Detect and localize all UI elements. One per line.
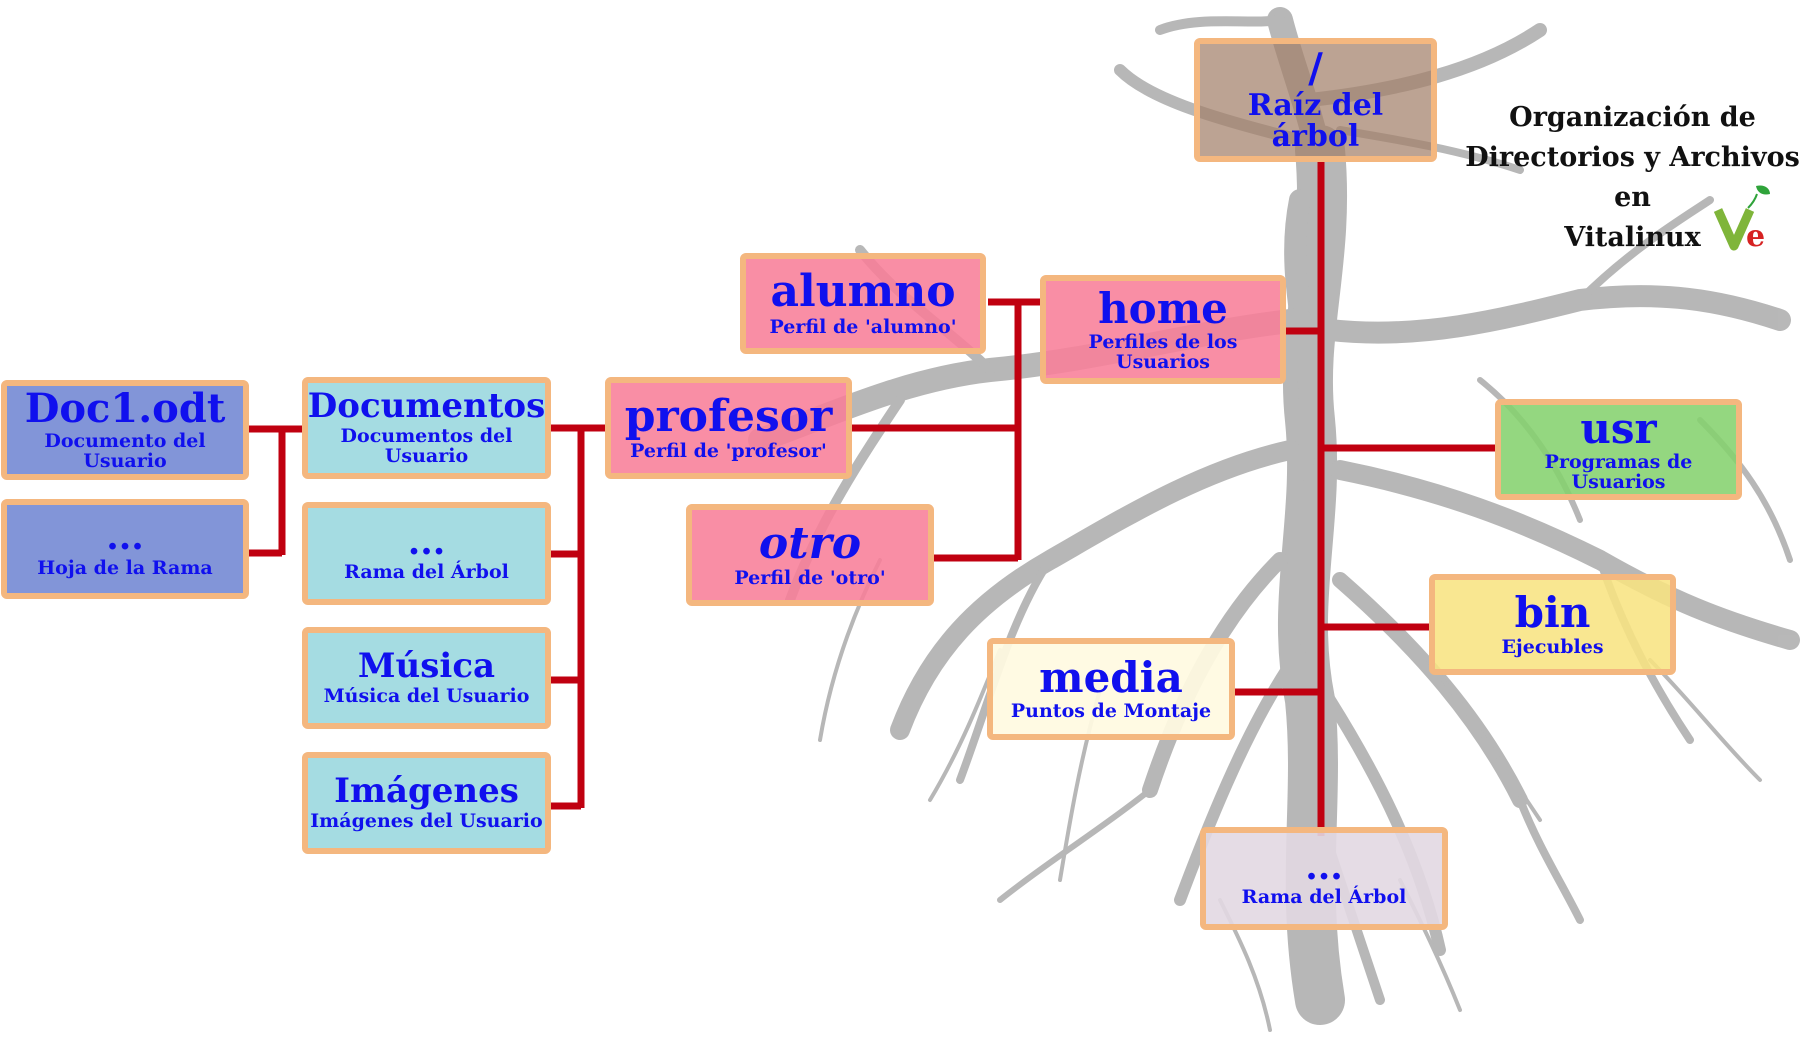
otro-node-desc: Perfil de 'otro' xyxy=(734,567,886,590)
musica-node-desc: Música del Usuario xyxy=(323,684,530,707)
alumno-node-desc: Perfil de 'alumno' xyxy=(769,315,957,338)
imagenes-node-desc: Imágenes del Usuario xyxy=(310,809,543,832)
root-ellipsis-node[interactable]: ... Rama del Árbol xyxy=(1200,827,1448,930)
root-node[interactable]: / Raíz del árbol xyxy=(1194,38,1437,162)
title-line-2: Directorios y Archivos en xyxy=(1465,142,1800,213)
otro-node[interactable]: otro Perfil de 'otro' xyxy=(686,504,934,606)
profesor-node-label: profesor xyxy=(624,390,833,442)
home-node-desc: Perfiles de los Usuarios xyxy=(1088,330,1238,373)
alumno-node[interactable]: alumno Perfil de 'alumno' xyxy=(740,253,986,354)
vitalinux-logo-icon: e xyxy=(1713,185,1770,252)
media-node[interactable]: media Puntos de Montaje xyxy=(987,638,1235,740)
doc1-node-label: Doc1.odt xyxy=(24,385,226,433)
documentos-node-desc: Documentos del Usuario xyxy=(340,424,513,467)
doc1-node-desc: Documento del Usuario xyxy=(44,430,206,472)
profesor-node[interactable]: profesor Perfil de 'profesor' xyxy=(605,377,852,479)
otro-node-label: otro xyxy=(758,517,862,569)
alumno-node-label: alumno xyxy=(770,266,956,318)
home-node[interactable]: home Perfiles de los Usuarios xyxy=(1040,275,1286,384)
imagenes-node-label: Imágenes xyxy=(334,771,519,812)
root-ellipsis-label: ... xyxy=(1305,845,1343,888)
imagenes-node[interactable]: Imágenes Imágenes del Usuario xyxy=(302,752,551,854)
musica-node[interactable]: Música Música del Usuario xyxy=(302,627,551,729)
usr-node-label: usr xyxy=(1580,403,1657,453)
media-node-label: media xyxy=(1039,652,1183,702)
hoja-node-label: ... xyxy=(106,516,144,559)
documentos-node[interactable]: Documentos Documentos del Usuario xyxy=(302,377,551,479)
bin-node[interactable]: bin Ejecubles xyxy=(1429,574,1676,675)
title-line-3: Vitalinux xyxy=(1564,222,1701,253)
title-line-1: Organización de xyxy=(1509,102,1756,133)
logo-text: e xyxy=(1746,219,1765,252)
hoja-node[interactable]: ... Hoja de la Rama xyxy=(1,499,249,599)
home-node-label: home xyxy=(1098,283,1228,333)
documentos-node-label: Documentos xyxy=(307,386,546,427)
doc1-node[interactable]: Doc1.odt Documento del Usuario xyxy=(1,380,249,480)
media-node-desc: Puntos de Montaje xyxy=(1010,700,1212,723)
root-ellipsis-desc: Rama del Árbol xyxy=(1241,886,1407,909)
bin-node-desc: Ejecubles xyxy=(1501,635,1604,658)
root-node-desc: Raíz del árbol xyxy=(1247,87,1384,154)
usr-node[interactable]: usr Programas de Usuarios xyxy=(1495,399,1742,500)
prof-ellipsis-node[interactable]: ... Rama del Árbol xyxy=(302,502,551,605)
profesor-node-desc: Perfil de 'profesor' xyxy=(630,440,827,463)
diagram-title: Organización de Directorios y Archivos e… xyxy=(1450,98,1815,258)
musica-node-label: Música xyxy=(357,646,496,687)
hoja-node-desc: Hoja de la Rama xyxy=(37,556,213,579)
prof-ellipsis-label: ... xyxy=(407,520,446,563)
usr-node-desc: Programas de Usuarios xyxy=(1544,450,1693,493)
prof-ellipsis-desc: Rama del Árbol xyxy=(344,561,509,584)
root-node-label: / xyxy=(1308,44,1323,92)
bin-node-label: bin xyxy=(1514,588,1591,638)
